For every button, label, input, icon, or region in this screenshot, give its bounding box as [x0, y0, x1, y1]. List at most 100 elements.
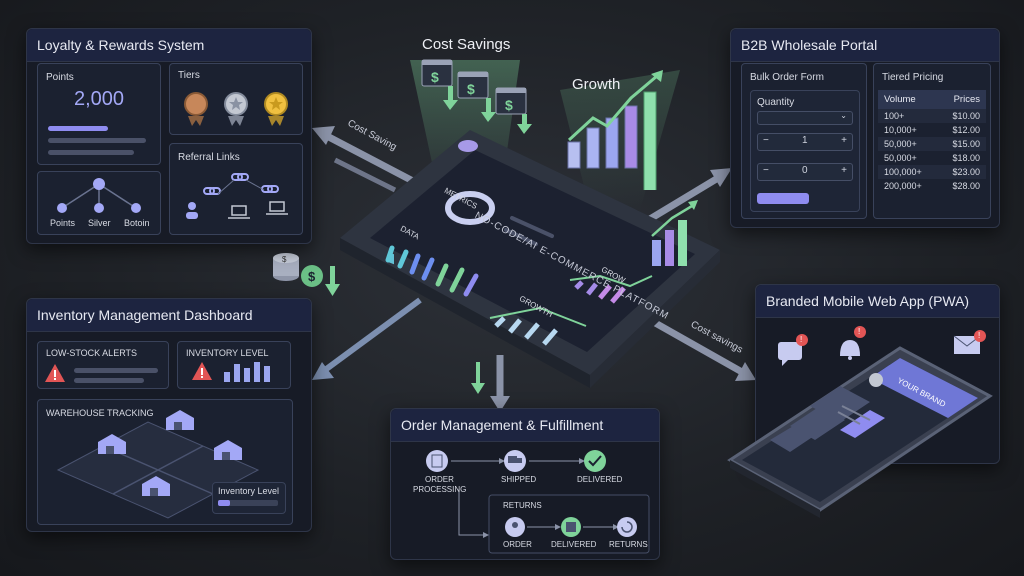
quantity-stepper-1[interactable]: − 1 +: [757, 133, 853, 151]
arrow-to-b2b: [638, 168, 732, 228]
orders-panel: Order Management & Fulfillment O: [390, 408, 660, 560]
tree-node-label: Silver: [88, 218, 111, 228]
arrow-to-loyalty-2: [333, 157, 397, 193]
warehouse-icon: [98, 434, 126, 454]
tree-node-label: Points: [50, 218, 76, 228]
document-icon: [426, 450, 448, 472]
truck-icon: [504, 450, 526, 472]
phone-mockup: [727, 346, 993, 518]
grow-chart-bars: [574, 280, 626, 304]
decrement-button[interactable]: −: [763, 135, 769, 146]
tree-node-icon: [93, 178, 105, 190]
arrow-to-orders: [490, 355, 510, 412]
inventory-level-mini-label: Inventory Level: [218, 486, 280, 496]
check-icon: [584, 450, 606, 472]
gold-medal-icon: [264, 92, 288, 126]
warehouse-icon: [166, 410, 194, 430]
level-bars: [224, 362, 270, 382]
low-stock-label: LOW-STOCK ALERTS: [46, 348, 138, 358]
cost-savings-heading: Cost Savings: [422, 36, 511, 53]
chain-link-icon: [261, 185, 279, 193]
inventory-level-label: INVENTORY LEVEL: [186, 348, 269, 358]
price-cell: $10.00: [938, 109, 986, 123]
stepper-value: 0: [802, 165, 808, 176]
phone-header: [870, 358, 978, 418]
user-return-icon: [505, 517, 525, 537]
inventory-panel: Inventory Management Dashboard LOW-STOCK…: [26, 298, 312, 532]
cost-savings-icons: $ $ $: [421, 59, 532, 134]
tree-node-icon: [94, 203, 104, 213]
increment-button[interactable]: +: [841, 165, 847, 176]
tiers-card: Tiers: [169, 63, 303, 135]
notification-badge: !: [858, 327, 861, 336]
tiers-label: Tiers: [178, 70, 200, 81]
coin-stack-icon: $ $: [273, 253, 340, 296]
table-row: 100,000+$23.00: [878, 165, 986, 179]
flow-returns-label: RETURNS: [609, 540, 648, 549]
quantity-select[interactable]: ⌄: [757, 111, 853, 125]
inventory-level-mini: Inventory Level: [212, 482, 286, 514]
b2b-panel: B2B Wholesale Portal Bulk Order Form Qua…: [730, 28, 1000, 228]
price-cell: $12.00: [952, 125, 980, 135]
volume-cell: 50,000+: [884, 153, 917, 163]
data-chart-bars: [385, 245, 479, 297]
decrement-button[interactable]: −: [763, 165, 769, 176]
inventory-level-fill: [218, 500, 230, 506]
svg-text:$: $: [467, 81, 475, 97]
flow-delivered-label: DELIVERED: [551, 540, 597, 549]
price-cell: $28.00: [952, 181, 980, 191]
green-down-arrow-orders: [471, 362, 485, 394]
quantity-box: Quantity ⌄ − 1 + − 0 +: [750, 90, 860, 212]
svg-text:$: $: [505, 97, 513, 113]
metrics-donut: [445, 191, 495, 225]
tier-tree-card: Points Silver Botoin: [37, 171, 161, 235]
price-cell: $18.00: [952, 153, 980, 163]
price-cell: $15.00: [938, 137, 986, 151]
tree-node-icon: [57, 203, 67, 213]
increment-button[interactable]: +: [841, 135, 847, 146]
low-stock-card: LOW-STOCK ALERTS: [37, 341, 169, 389]
arrow-to-inventory: [312, 297, 422, 380]
side-growth-bars: [652, 220, 687, 266]
return-arrow-icon: [617, 517, 637, 537]
volume-cell: 50,000+: [878, 137, 939, 151]
tree-node-icon: [131, 203, 141, 213]
dollar-window-icon: $: [495, 87, 527, 115]
warehouse-card: WAREHOUSE TRACKING Inventory Level: [37, 399, 293, 525]
order-processing-label-2: PROCESSING: [413, 485, 467, 494]
pwa-title: Branded Mobile Web App (PWA): [756, 285, 999, 318]
warehouse-icon: [142, 476, 170, 496]
dollar-window-icon: $: [457, 71, 489, 99]
notification-badge: !: [800, 335, 803, 344]
order-processing-label: ORDER: [425, 475, 454, 484]
notification-badge: !: [978, 331, 981, 340]
inventory-title: Inventory Management Dashboard: [27, 299, 311, 332]
volume-cell: 10,000+: [884, 125, 917, 135]
svg-text:$: $: [282, 255, 287, 264]
down-arrow-icon: [443, 86, 532, 134]
b2b-title: B2B Wholesale Portal: [731, 29, 999, 62]
volume-cell: 200,000+: [884, 181, 922, 191]
growth-bars-illustration: [567, 70, 663, 190]
orders-title: Order Management & Fulfillment: [391, 409, 659, 442]
growth-chart-bars: [494, 316, 558, 346]
arrow-to-pwa: [648, 316, 756, 381]
quantity-stepper-2[interactable]: − 0 +: [757, 163, 853, 181]
table-row: 50,000+ $18.00: [878, 151, 986, 165]
points-card: Points 2,000: [37, 63, 161, 165]
pwa-notifications: [778, 326, 986, 366]
inventory-level-card: INVENTORY LEVEL: [177, 341, 291, 389]
bell-icon: [840, 326, 866, 360]
submit-order-button[interactable]: [757, 193, 809, 204]
volume-cell: 100+: [878, 109, 939, 123]
quantity-label: Quantity: [757, 97, 795, 108]
points-value: 2,000: [74, 88, 125, 110]
chain-link-icon: [231, 173, 249, 181]
flow-order-label: ORDER: [503, 540, 532, 549]
price-cell: $23.00: [938, 165, 986, 179]
svg-text:$: $: [431, 69, 439, 85]
points-progress-bar: [48, 126, 108, 131]
dollar-window-icon: $: [421, 59, 453, 87]
